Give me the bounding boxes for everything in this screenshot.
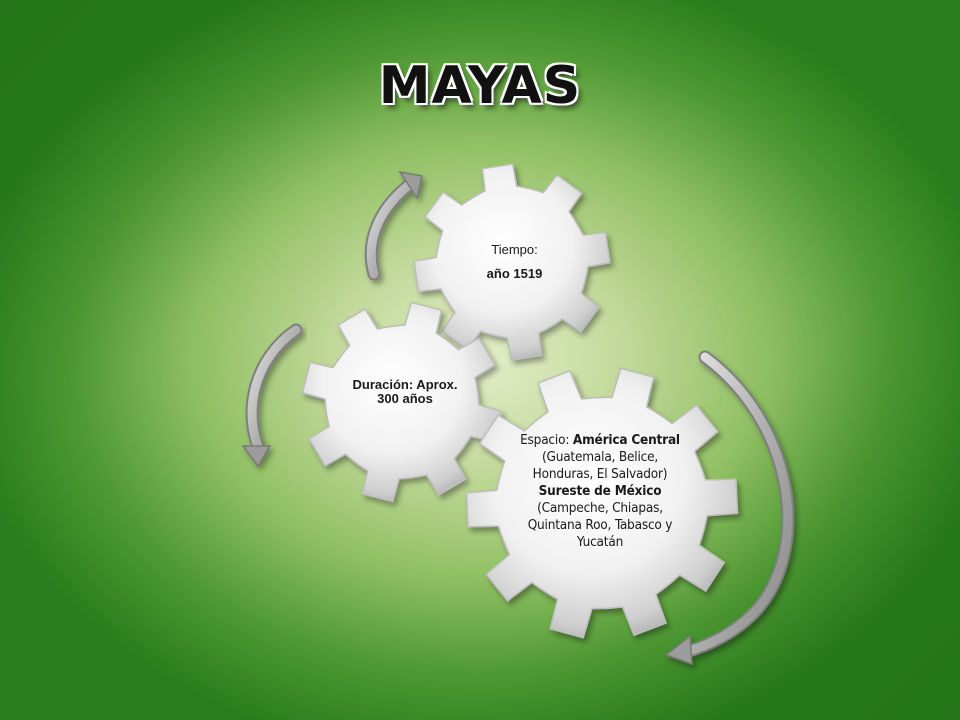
espacio-region-1: América Central	[572, 432, 680, 448]
gear-label-tiempo: Tiempo: año 1519	[452, 238, 577, 286]
curved-arrow-icon	[364, 170, 423, 281]
curved-arrow-icon	[664, 350, 795, 666]
espacio-states: (Campeche, Chiapas, Quintana Roo, Tabasc…	[527, 500, 673, 550]
espacio-countries: (Guatemala, Belice, Honduras, El Salvado…	[532, 449, 668, 482]
tiempo-value: año 1519	[486, 266, 543, 281]
espacio-heading: Espacio:	[520, 432, 570, 448]
espacio-region-2: Sureste de México	[538, 483, 662, 499]
gear-icon	[465, 367, 739, 639]
gear-label-espacio: Espacio: América Central (Guatemala, Bel…	[520, 432, 680, 551]
page-title: MAYAS	[378, 56, 582, 116]
tiempo-heading: Tiempo:	[491, 242, 538, 257]
curved-arrow-icon	[241, 323, 303, 468]
gear-label-duracion: Duración: Aprox. 300 años	[352, 377, 458, 406]
gear-icon	[301, 301, 503, 503]
gear-icon	[413, 163, 611, 361]
